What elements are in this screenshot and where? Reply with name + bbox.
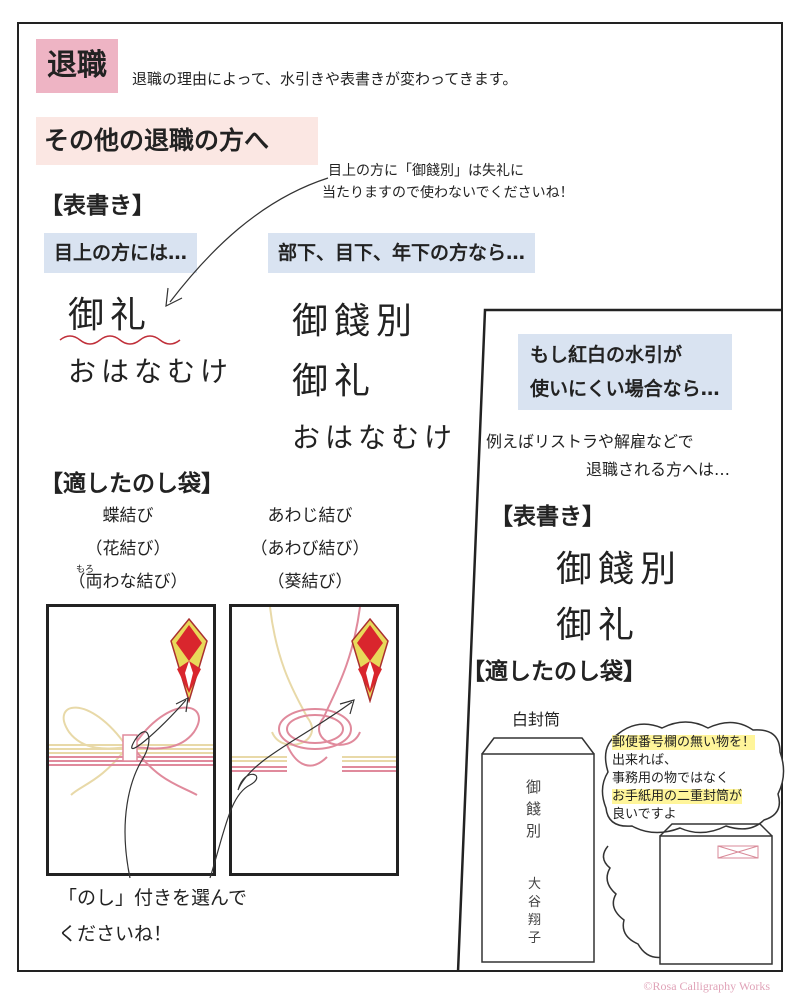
page-frame	[17, 22, 783, 972]
bubble-text: 郵便番号欄の無い物を！ 出来れば、 事務用の物ではなく お手紙用の二重封筒が 良…	[612, 735, 756, 822]
noshi-bag-awaji	[229, 604, 399, 876]
noshi-ornament-icon	[351, 617, 389, 703]
envelope-name: 大谷翔子	[528, 877, 542, 946]
junior-label: 部下、目下、年下の方なら…	[268, 233, 536, 273]
junior-item-1: 御餞別	[292, 301, 419, 342]
junior-item-2: 御礼	[292, 361, 377, 402]
copyright: ©Rosa Calligraphy Works	[643, 979, 770, 993]
junior-item-3: おはなむけ	[292, 421, 458, 454]
noshi-header-left: 【適したのし袋】	[40, 471, 224, 497]
senior-label: 目上の方には…	[44, 233, 198, 273]
right-item-2: 御礼	[556, 605, 641, 646]
white-envelope	[481, 737, 595, 963]
case-note: 例えばリストラや解雇などで 退職される方へは…	[486, 432, 731, 479]
knot1-labels: 蝶結び （花結び） もろ（両わな結び）	[68, 506, 188, 592]
omote-header-left: 【表書き】	[40, 193, 155, 219]
senior-item-1: 御礼	[68, 295, 153, 336]
noshi-note: 「のし」付きを選んで くださいね！	[58, 887, 248, 945]
noshi-bag-chouchou	[46, 604, 216, 876]
note-top: 目上の方に「御餞別」は失礼に 当たりますので使わないでくださいね！	[322, 163, 574, 201]
mizuhiki-butterfly-knot	[49, 706, 213, 796]
noshi-ornament-icon	[170, 617, 208, 703]
senior-item-2: おはなむけ	[68, 355, 234, 388]
knot2-labels: あわじ結び （あわび結び） （葵結び）	[250, 506, 370, 592]
page-title: 退職	[36, 39, 118, 93]
intro-text: 退職の理由によって、水引きや表書きが変わってきます。	[132, 70, 518, 88]
case-label: もし紅白の水引が 使いにくい場合なら…	[518, 334, 732, 410]
envelope-front-text: 御餞別	[526, 778, 542, 840]
wavy-underline	[59, 335, 181, 345]
noshi-header-right: 【適したのし袋】	[462, 659, 646, 685]
right-item-1: 御餞別	[556, 549, 683, 590]
omote-header-right: 【表書き】	[490, 504, 605, 530]
envelope-label: 白封筒	[512, 710, 561, 729]
section-subtitle: その他の退職の方へ	[36, 117, 318, 165]
